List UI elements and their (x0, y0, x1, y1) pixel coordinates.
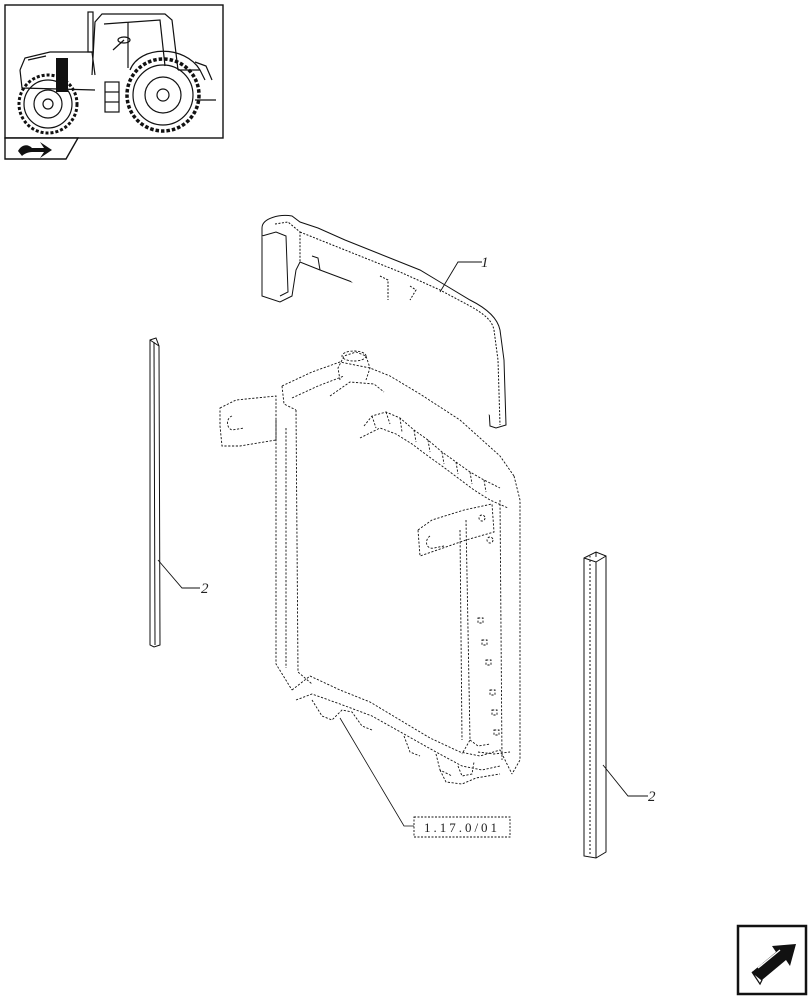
callout-leader-2-left (157, 559, 200, 589)
tractor-thumbnail-icon[interactable] (4, 4, 224, 139)
section-tab-icon[interactable] (4, 137, 80, 160)
reference-label: 1.17.0/01 (424, 820, 500, 835)
radiator-assembly-reference (219, 350, 521, 785)
top-seal-part[interactable] (261, 215, 507, 429)
side-seal-strip-left[interactable] (149, 337, 161, 648)
side-seal-strip-right[interactable] (583, 551, 607, 859)
callout-leader-1 (439, 261, 482, 293)
reference-label-box[interactable]: 1.17.0/01 (413, 816, 511, 838)
callout-label-2-left: 2 (201, 581, 209, 597)
callout-label-1: 1 (481, 255, 489, 271)
next-page-arrow-icon[interactable] (736, 924, 808, 996)
reference-leader (339, 717, 414, 827)
callout-leader-2-right (602, 764, 648, 797)
callout-label-2-right: 2 (648, 789, 656, 805)
